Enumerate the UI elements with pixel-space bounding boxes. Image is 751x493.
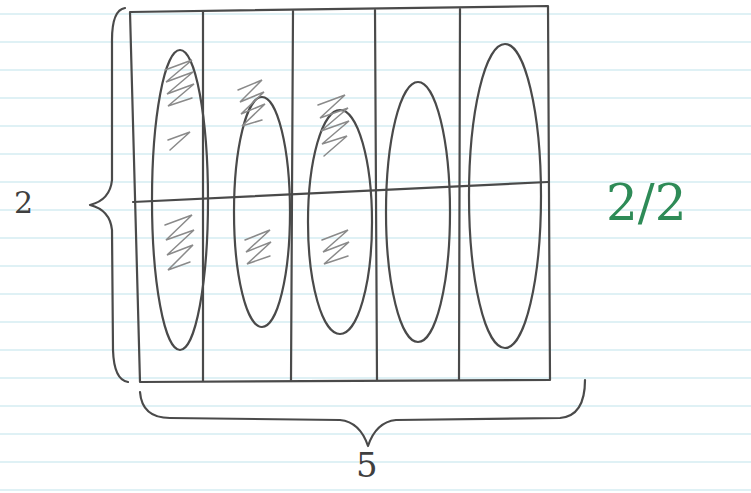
dimension-label: 5 — [356, 448, 378, 482]
fraction-note: 2/2 — [606, 178, 686, 228]
dimension-label: 2 — [14, 188, 33, 218]
